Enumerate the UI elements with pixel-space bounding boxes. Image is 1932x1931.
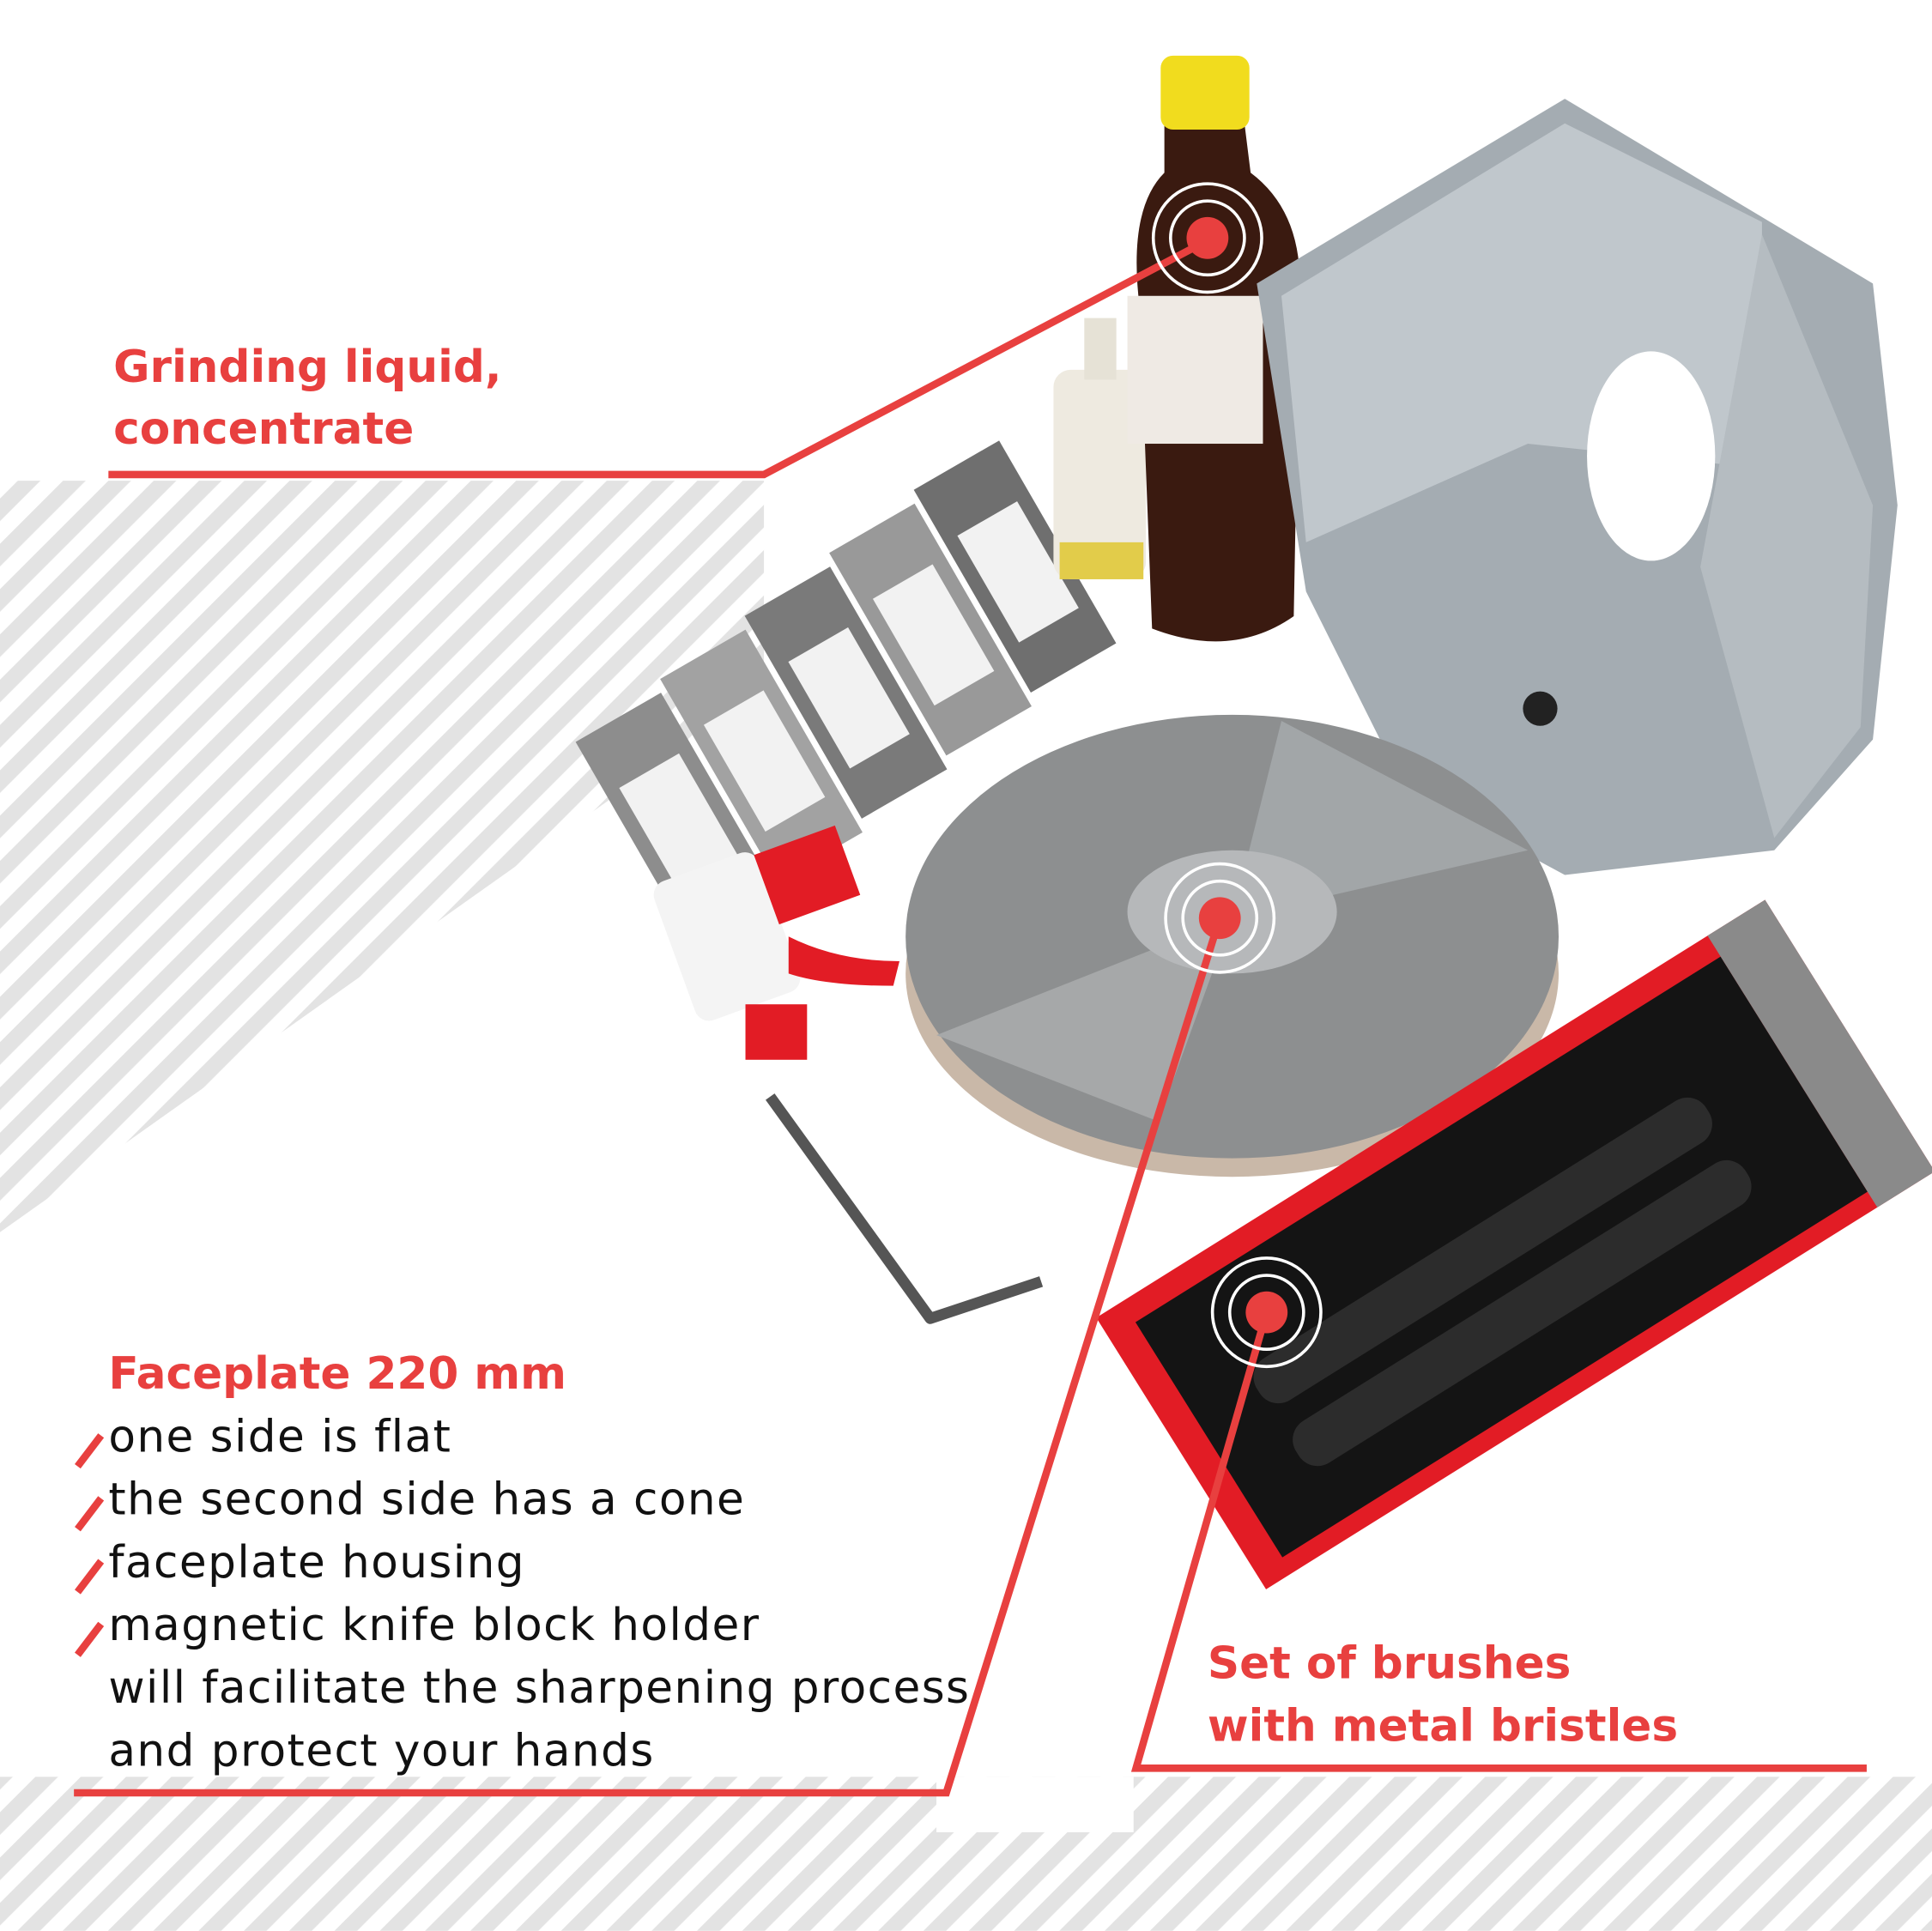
grinding-liquid-title-line1: Grinding liquid, [113,342,501,393]
grinding-liquid-title-line2: concentrate [113,403,414,455]
faceplate-note-line2: and protect your hands [108,1725,654,1777]
faceplate-note-line1: will facilitate the sharpening process [108,1662,970,1714]
brushes-title-line2: with metal bristles [1208,1701,1678,1752]
brush-set-card [1096,899,1932,1589]
small-bottle [1053,318,1147,579]
faceplate-housing [1257,99,1898,875]
hatch-band-left [0,481,765,1232]
spray-trigger [653,825,899,1060]
faceplate-bullet-marks [75,1433,105,1657]
faceplate-feature-3: faceplate housing [108,1537,525,1589]
faceplate-feature-4: magnetic knife block holder [108,1600,760,1651]
faceplate-feature-1: one side is flat [108,1411,451,1462]
target-marker-brushes [1210,1256,1323,1369]
faceplate-feature-2: the second side has a cone [108,1474,745,1526]
brushes-leader-line [1130,1311,1867,1772]
grinding-liquid-leader-line [108,237,1209,479]
white-cover-bottom-left [936,1777,1134,1832]
target-marker-bottle [1151,182,1263,294]
brushes-title-line1: Set of brushes [1208,1637,1572,1689]
faceplate-disc [905,714,1560,1177]
hex-key [766,1093,1044,1324]
target-marker-faceplate [1164,862,1276,974]
faceplate-title: Faceplate 220 mm [108,1348,566,1400]
faceplate-leader-line [74,917,1224,1797]
